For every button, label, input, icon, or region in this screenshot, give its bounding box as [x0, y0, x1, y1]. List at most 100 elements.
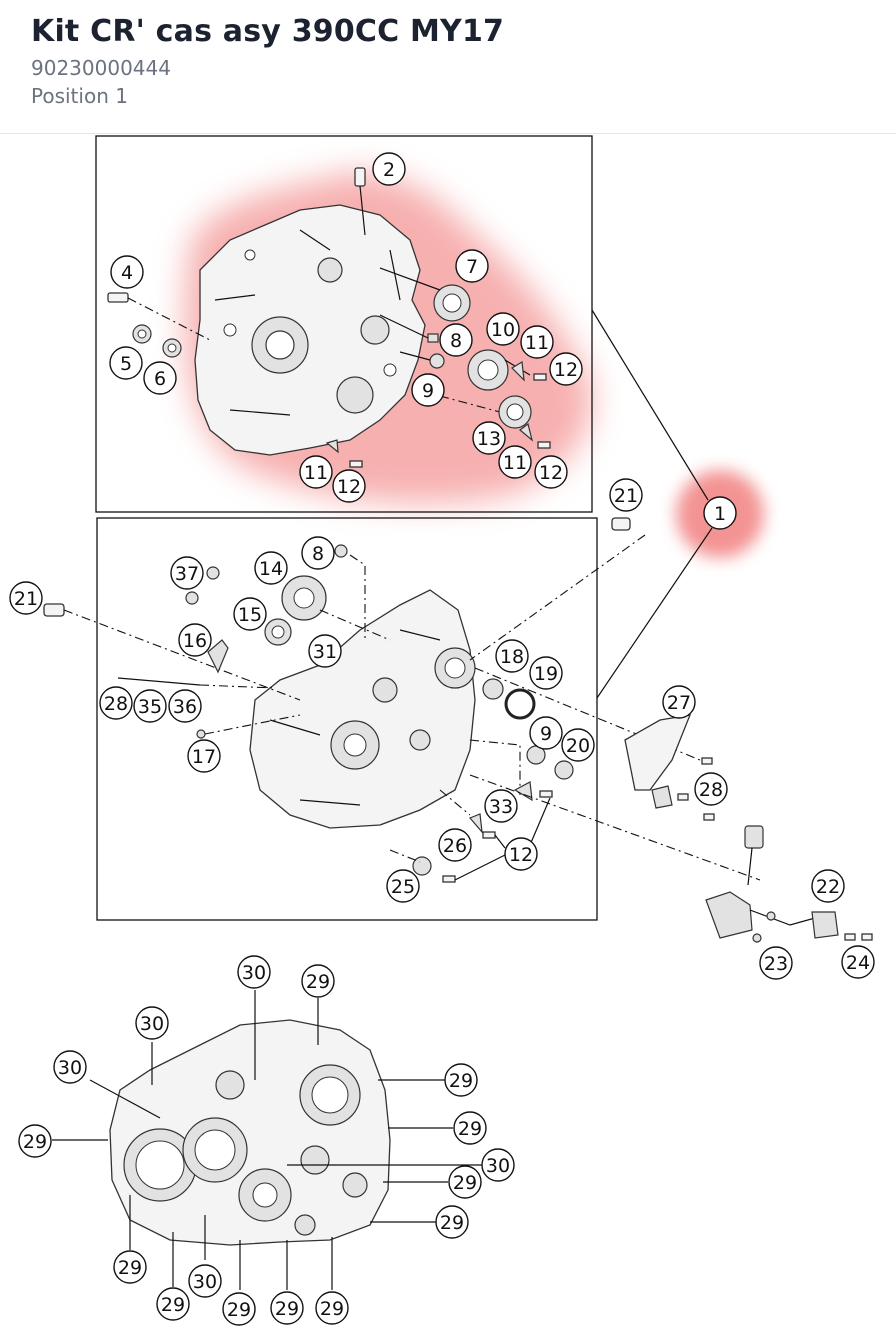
callout-31[interactable]: 31	[308, 634, 342, 668]
callout-30[interactable]: 30	[135, 1006, 169, 1040]
upper-crankcase-frame	[95, 135, 593, 513]
callout-36[interactable]: 36	[168, 689, 202, 723]
callout-4[interactable]: 4	[110, 255, 144, 289]
callout-label: 29	[161, 1294, 185, 1316]
callout-label: 19	[534, 663, 558, 685]
callout-30[interactable]: 30	[53, 1050, 87, 1084]
callout-label: 25	[391, 876, 415, 898]
callout-label: 1	[714, 503, 726, 525]
callout-circle	[520, 325, 554, 359]
callout-30[interactable]: 30	[237, 955, 271, 989]
callout-8[interactable]: 8	[439, 323, 473, 357]
callout-30[interactable]: 30	[188, 1264, 222, 1298]
callout-27[interactable]: 27	[662, 685, 696, 719]
callout-11[interactable]: 11	[520, 325, 554, 359]
callout-10[interactable]: 10	[486, 312, 520, 346]
callout-30[interactable]: 30	[481, 1148, 515, 1182]
page-header: Kit CR' cas asy 390CC MY17 90230000444 P…	[0, 0, 896, 134]
callout-label: 29	[458, 1118, 482, 1140]
position-label: Position 1	[31, 84, 128, 108]
callout-28[interactable]: 28	[694, 772, 728, 806]
callout-12[interactable]: 12	[504, 837, 538, 871]
callout-circle	[495, 639, 529, 673]
callout-circle	[529, 656, 563, 690]
callout-label: 12	[337, 476, 361, 498]
callout-circle	[386, 869, 420, 903]
callout-21[interactable]: 21	[609, 478, 643, 512]
callout-5[interactable]: 5	[109, 346, 143, 380]
callout-circle	[372, 152, 406, 186]
callout-label: 30	[140, 1013, 164, 1035]
callout-label: 27	[667, 692, 691, 714]
callout-circle	[435, 1205, 469, 1239]
leader-line	[596, 527, 713, 699]
callout-label: 29	[227, 1299, 251, 1321]
callout-label: 16	[183, 630, 207, 652]
callout-14[interactable]: 14	[254, 551, 288, 585]
callout-circle	[472, 421, 506, 455]
callout-circle	[178, 623, 212, 657]
callout-label: 15	[238, 604, 262, 626]
callout-9[interactable]: 9	[411, 373, 445, 407]
callout-24[interactable]: 24	[841, 945, 875, 979]
callout-12[interactable]: 12	[549, 352, 583, 386]
callout-circle	[504, 837, 538, 871]
callout-circle	[301, 964, 335, 998]
callout-29[interactable]: 29	[18, 1124, 52, 1158]
callout-11[interactable]: 11	[498, 445, 532, 479]
callout-20[interactable]: 20	[561, 728, 595, 762]
callout-circle	[703, 496, 737, 530]
callout-circle	[188, 1264, 222, 1298]
callout-7[interactable]: 7	[455, 249, 489, 283]
callout-37[interactable]: 37	[170, 556, 204, 590]
callout-label: 9	[422, 380, 434, 402]
callout-2[interactable]: 2	[372, 152, 406, 186]
callout-21[interactable]: 21	[9, 581, 43, 615]
callout-label: 29	[23, 1131, 47, 1153]
callout-9[interactable]: 9	[529, 716, 563, 750]
callout-label: 13	[477, 428, 501, 450]
callout-29[interactable]: 29	[156, 1287, 190, 1321]
callout-18[interactable]: 18	[495, 639, 529, 673]
callout-22[interactable]: 22	[811, 869, 845, 903]
callout-29[interactable]: 29	[448, 1165, 482, 1199]
callout-26[interactable]: 26	[438, 828, 472, 862]
callout-circle	[110, 255, 144, 289]
callout-15[interactable]: 15	[233, 597, 267, 631]
callout-circle	[448, 1165, 482, 1199]
callout-29[interactable]: 29	[453, 1111, 487, 1145]
callout-35[interactable]: 35	[133, 689, 167, 723]
callout-29[interactable]: 29	[222, 1292, 256, 1326]
callout-label: 18	[500, 646, 524, 668]
callout-label: 14	[259, 558, 283, 580]
callout-29[interactable]: 29	[301, 964, 335, 998]
callout-label: 8	[450, 330, 462, 352]
callout-16[interactable]: 16	[178, 623, 212, 657]
callout-circle	[453, 1111, 487, 1145]
callout-label: 5	[120, 353, 132, 375]
callout-circle	[18, 1124, 52, 1158]
callout-13[interactable]: 13	[472, 421, 506, 455]
callout-25[interactable]: 25	[386, 869, 420, 903]
callout-12[interactable]: 12	[534, 455, 568, 489]
callout-29[interactable]: 29	[270, 1291, 304, 1325]
callout-circle	[549, 352, 583, 386]
callout-19[interactable]: 19	[529, 656, 563, 690]
callout-29[interactable]: 29	[113, 1250, 147, 1284]
callout-8[interactable]: 8	[301, 536, 335, 570]
callout-6[interactable]: 6	[143, 361, 177, 395]
callout-11[interactable]: 11	[299, 455, 333, 489]
callout-33[interactable]: 33	[484, 789, 518, 823]
callout-17[interactable]: 17	[187, 739, 221, 773]
callout-label: 21	[14, 588, 38, 610]
callout-12[interactable]: 12	[332, 469, 366, 503]
callout-circle	[233, 597, 267, 631]
callout-circle	[411, 373, 445, 407]
callout-29[interactable]: 29	[444, 1063, 478, 1097]
callout-1[interactable]: 1	[703, 496, 737, 530]
callout-29[interactable]: 29	[435, 1205, 469, 1239]
callout-23[interactable]: 23	[759, 946, 793, 980]
callout-28[interactable]: 28	[99, 686, 133, 720]
callout-29[interactable]: 29	[315, 1291, 349, 1325]
